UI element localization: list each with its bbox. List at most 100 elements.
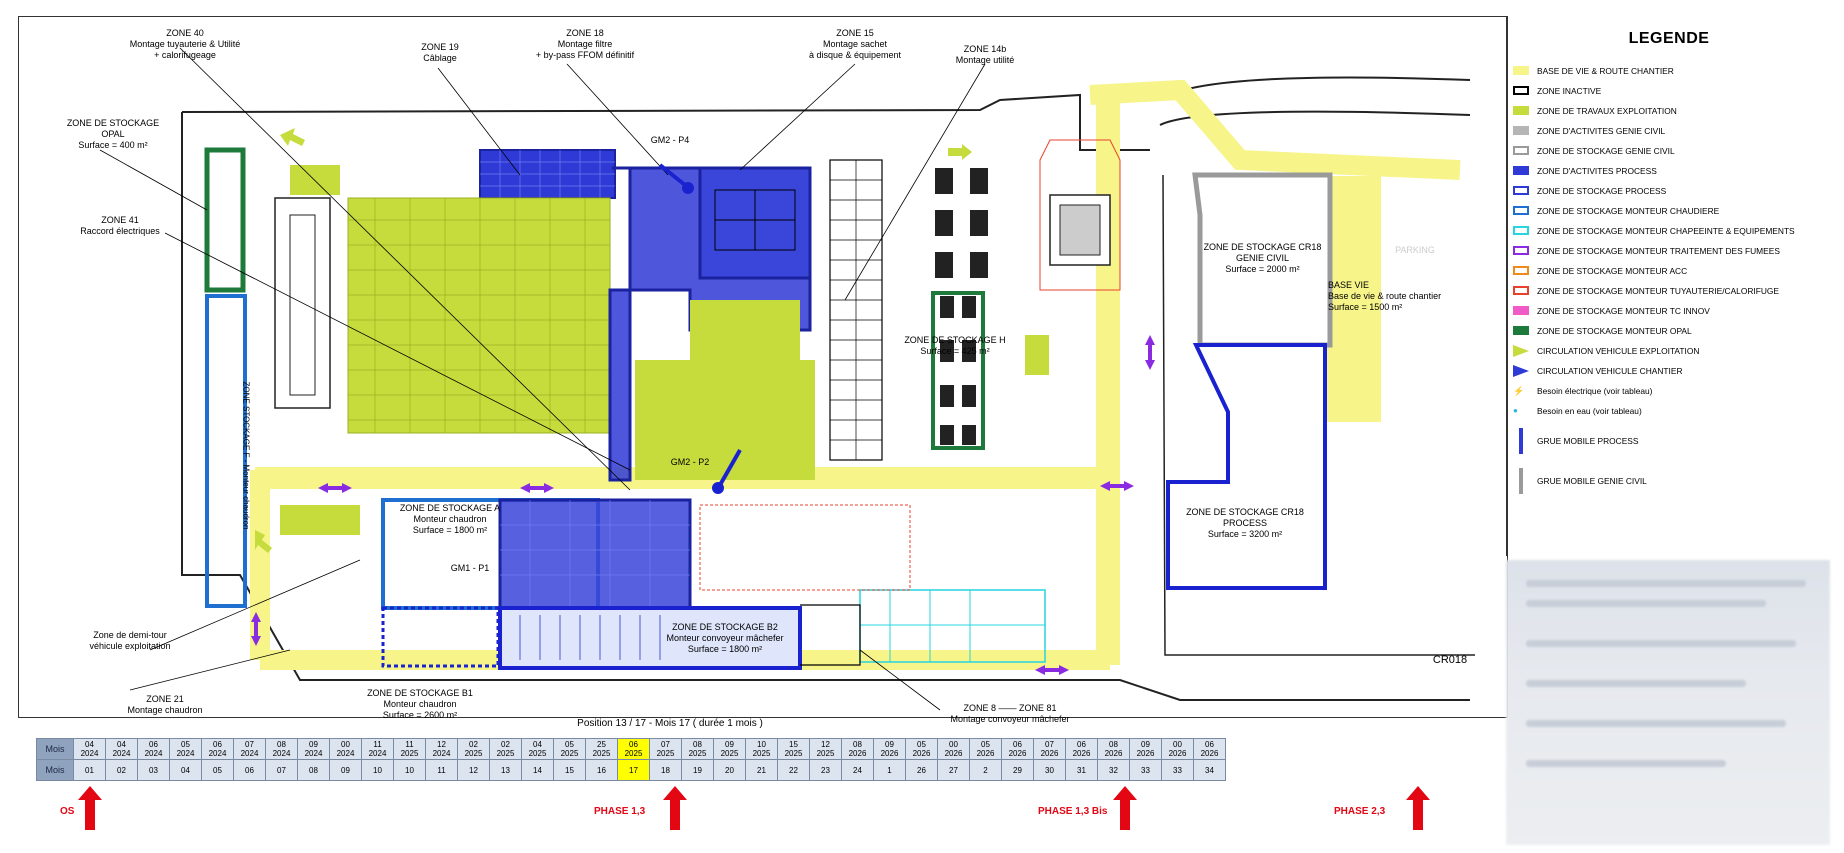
legend-label: CIRCULATION VEHICULE CHANTIER (1537, 366, 1683, 376)
timeline-date-cell: 05 2026 (905, 738, 938, 760)
timeline-month-cell: 23 (809, 759, 842, 781)
timeline-month-cell: 20 (713, 759, 746, 781)
legend-swatch (1513, 286, 1529, 295)
label-stockage-cr18-process: ZONE DE STOCKAGE CR18 PROCESS Surface = … (1186, 507, 1304, 539)
legend-swatch (1513, 106, 1529, 115)
label-zone-14b: ZONE 14b Montage utilité (955, 44, 1015, 65)
zone-works-exploitation-center (635, 360, 815, 480)
label-zone-19: ZONE 19 Câblage (421, 42, 459, 63)
legend-swatch (1519, 468, 1523, 494)
legend-swatch (1513, 266, 1529, 275)
label-stockage-a: ZONE DE STOCKAGE A Monteur chaudron Surf… (399, 503, 501, 535)
timeline-row-header: Mois (36, 738, 74, 760)
phase-arrow-icon (78, 786, 102, 830)
label-base-vie: BASE VIE Base de vie & route chantier Su… (1328, 280, 1442, 312)
legend-label: CIRCULATION VEHICULE EXPLOITATION (1537, 346, 1700, 356)
timeline-date-cell: 09 2026 (1129, 738, 1162, 760)
timeline-date-cell: 04 2024 (73, 738, 106, 760)
legend-label: ZONE DE STOCKAGE PROCESS (1537, 186, 1667, 196)
timeline-month-cell: 16 (585, 759, 618, 781)
timeline-month-cell: 33 (1161, 759, 1194, 781)
phase-label: PHASE 2,3 (1334, 806, 1386, 817)
timeline-month-cell: 2 (969, 759, 1002, 781)
legend-swatch: ⚡ (1513, 386, 1525, 396)
legend-panel: LEGENDE BASE DE VIE & ROUTE CHANTIER ZONE… (1506, 16, 1831, 556)
label-position: Position 13 / 17 - Mois 17 ( durée 1 moi… (577, 718, 763, 729)
phase-label: OS (60, 806, 75, 817)
phase-arrow-icon (663, 786, 687, 830)
site-plan-drawing (99, 47, 1475, 711)
timeline-month-cell: 09 (329, 759, 362, 781)
timeline-month-cell: 17 (617, 759, 650, 781)
legend-title: LEGENDE (1628, 30, 1710, 47)
legend-label: Besoin électrique (voir tableau) (1537, 386, 1653, 396)
phase-label: PHASE 1,3 (594, 806, 646, 817)
legend-swatch (1513, 146, 1529, 155)
timeline-date-cell: 06 2024 (201, 738, 234, 760)
timeline-date-cell: 07 2025 (649, 738, 682, 760)
timeline-month-cell: 02 (105, 759, 138, 781)
timeline-date-cell: 07 2026 (1033, 738, 1066, 760)
legend-swatch (1513, 186, 1529, 195)
road-top-ramp (1089, 79, 1461, 180)
legend-swatch (1513, 326, 1529, 335)
legend-label: ZONE DE STOCKAGE MONTEUR CHAUDIERE (1537, 206, 1720, 216)
legend-label: ZONE DE STOCKAGE MONTEUR CHAPEEINTE & EQ… (1537, 226, 1795, 236)
legend-label: GRUE MOBILE PROCESS (1537, 436, 1639, 446)
label-zone-8: ZONE 8 —— ZONE 81 Montage convoyeur mâch… (950, 703, 1070, 724)
timeline-date-cell: 08 2026 (1097, 738, 1130, 760)
legend-label: ZONE DE TRAVAUX EXPLOITATION (1537, 106, 1677, 116)
legend-label: Besoin en eau (voir tableau) (1537, 406, 1642, 416)
legend-swatch: ● (1513, 406, 1518, 415)
timeline-date-cell: 05 2024 (169, 738, 202, 760)
road-curve-top (1159, 76, 1471, 101)
label-cr018: CR018 (1432, 654, 1468, 666)
zone-stockage-f (205, 294, 247, 608)
timeline-date-cell: 02 2025 (457, 738, 490, 760)
legend-label: ZONE DE STOCKAGE MONTEUR ACC (1537, 266, 1688, 276)
crane-gm2-p2 (712, 449, 742, 494)
timeline-date-cell: 25 2025 (585, 738, 618, 760)
zone-stockage-h (931, 291, 985, 450)
timeline-date-cell: 05 2025 (553, 738, 586, 760)
zone-stockage-cr18-process (1166, 343, 1327, 590)
timeline-date-cell: 06 2026 (1065, 738, 1098, 760)
site-outline (181, 93, 1470, 701)
timeline-date-cell: 15 2025 (777, 738, 810, 760)
timeline-row-header: Mois (36, 759, 74, 781)
legend-swatch (1519, 428, 1523, 454)
timeline-month-cell: 34 (1193, 759, 1226, 781)
timeline-month-cell: 08 (297, 759, 330, 781)
legend-swatch (1513, 206, 1529, 215)
timeline-date-cell: 08 2026 (841, 738, 874, 760)
timeline-month-cell: 13 (489, 759, 522, 781)
legend-label: BASE DE VIE & ROUTE CHANTIER (1537, 66, 1674, 76)
label-demi-tour: Zone de demi-tour véhicule exploitation (89, 630, 171, 651)
timeline-month-cell: 21 (745, 759, 778, 781)
timeline-month-cell: 19 (681, 759, 714, 781)
legend-swatch (1513, 66, 1529, 75)
legend-swatch (1513, 365, 1529, 377)
label-zone-21: ZONE 21 Montage chaudron (127, 694, 203, 715)
timeline-date-cell: 09 2025 (713, 738, 746, 760)
timeline-month-cell: 18 (649, 759, 682, 781)
legend-label: GRUE MOBILE GENIE CIVIL (1537, 476, 1647, 486)
timeline-date-cell: 00 2026 (937, 738, 970, 760)
timeline-date-cell: 10 2025 (745, 738, 778, 760)
timeline-date-cell: 09 2024 (297, 738, 330, 760)
legend-label: ZONE DE STOCKAGE MONTEUR TC INNOV (1537, 306, 1710, 316)
timeline-month-cell: 14 (521, 759, 554, 781)
legend-swatch (1513, 86, 1529, 95)
timeline-date-cell: 11 2024 (361, 738, 394, 760)
timeline-date-cell: 00 2024 (329, 738, 362, 760)
timeline-date-cell: 06 2025 (617, 738, 650, 760)
timeline-month-cell: 10 (393, 759, 426, 781)
timeline-date-cell: 04 2024 (105, 738, 138, 760)
zone-stockage-b2 (498, 606, 802, 670)
zone-works-exploitation-center2 (690, 300, 800, 360)
label-zone-18: ZONE 18 Montage filtre + by-pass FFOM dé… (535, 28, 635, 60)
